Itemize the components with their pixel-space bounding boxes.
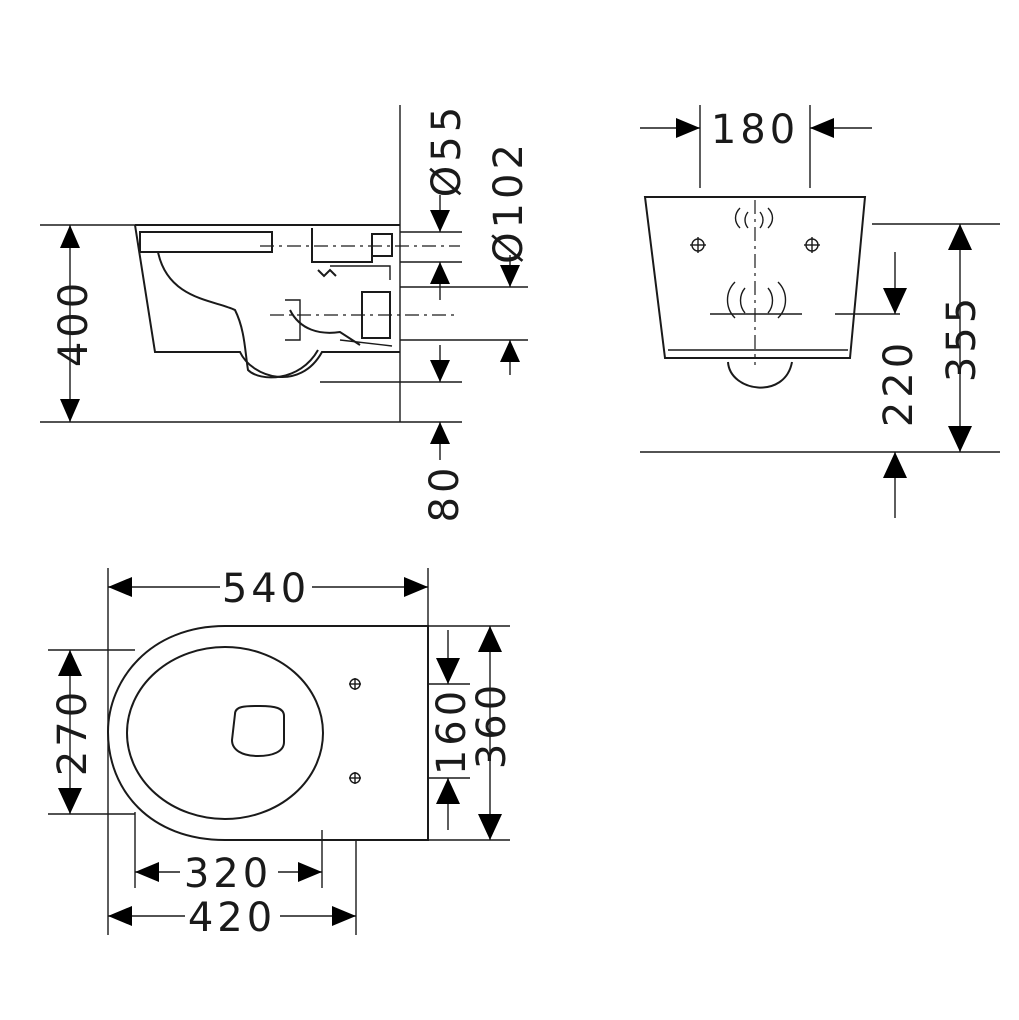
top-length-label: 540 [222, 566, 310, 612]
front-view: 180 220 355 [640, 105, 1000, 518]
front-outlet-height-label: 220 [876, 339, 922, 427]
outlet-diameter-label: Ø55 [424, 103, 470, 197]
top-seat-width-label: 270 [50, 688, 96, 776]
top-bolt-spacing-label: 160 [429, 687, 475, 775]
bowl-front-outline [643, 196, 867, 359]
bowl-side-outline [134, 224, 400, 378]
top-depth-short-label: 320 [184, 851, 272, 897]
side-view: 400 Ø55 Ø102 80 [40, 103, 532, 523]
inlet-diameter-label: Ø102 [486, 140, 532, 264]
front-width-label: 180 [711, 107, 799, 153]
top-width-label: 360 [469, 681, 515, 769]
top-depth-long-label: 420 [188, 895, 276, 941]
front-height-label: 355 [939, 294, 985, 382]
floor-offset-label: 80 [422, 464, 468, 523]
side-height-label: 400 [51, 279, 97, 367]
top-view: 540 270 160 360 [48, 566, 515, 941]
bowl-top-outline [106, 625, 429, 841]
